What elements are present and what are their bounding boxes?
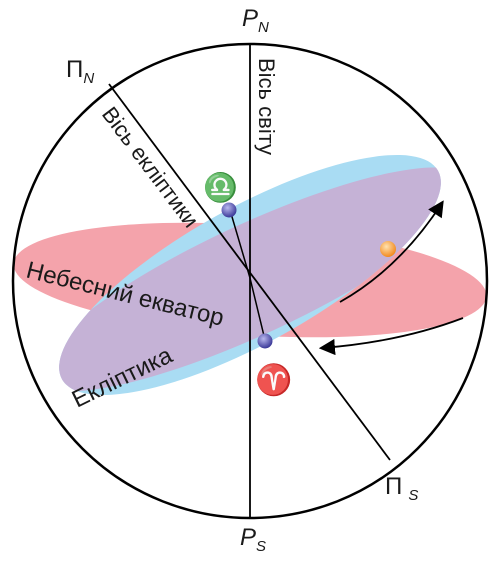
north-pole-label: PN <box>242 5 269 36</box>
vernal-connector <box>249 277 266 341</box>
world-axis-label: Вісь світу <box>254 58 279 155</box>
south-pole-label: PS <box>240 524 266 555</box>
autumnal-connector <box>229 209 251 279</box>
vernal-equinox-point <box>257 333 273 349</box>
ecliptic-motion-arrow-icon <box>339 200 444 303</box>
equator-motion-arrow-icon <box>318 317 464 356</box>
autumnal-equinox-point <box>221 202 237 218</box>
ecliptic-axis-line <box>108 83 391 461</box>
celestial-sphere-outline <box>11 42 489 520</box>
autumnal-equinox-symbol: ♎ <box>203 171 238 204</box>
ecliptic-axis-label: Вісь екліптики <box>97 102 204 232</box>
vernal-equinox-symbol: ♈ <box>255 362 292 397</box>
sun-icon <box>380 241 396 257</box>
ecliptic-north-pole-label: ΠN <box>66 56 94 87</box>
